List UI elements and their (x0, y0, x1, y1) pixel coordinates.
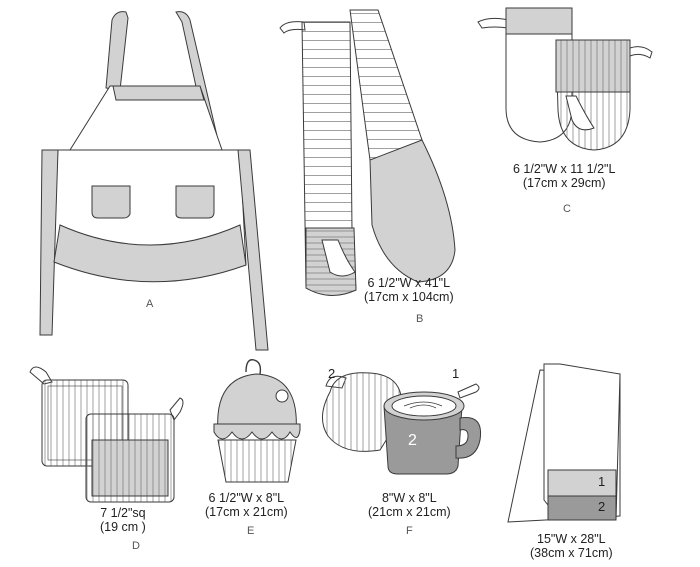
item-letter-e: E (247, 525, 255, 537)
size-d-metric: (19 cm ) (100, 520, 146, 534)
cupcake-frosting (213, 423, 301, 440)
size-towel-metric: (38cm x 71cm) (530, 546, 613, 560)
size-towel-imperial: 15"W x 28"L (537, 532, 606, 546)
pot-holder-d2-loop (169, 397, 184, 422)
mug-inner (391, 395, 457, 417)
towel-band-1 (547, 469, 617, 497)
apron-neck-strap-left (105, 11, 129, 91)
apron-view-a (39, 11, 269, 351)
double-mitt-right-cuff (369, 139, 456, 283)
size-label-f: 8"W x 8"L (21cm x 21cm) (368, 491, 451, 519)
mug-pot-holder-view-f (322, 372, 482, 475)
size-f-metric: (21cm x 21cm) (368, 505, 451, 519)
size-label-e: 6 1/2"W x 8"L (17cm x 21cm) (205, 491, 288, 519)
callout-towel-2: 2 (598, 499, 606, 514)
oven-mitt-c2-thumb (565, 95, 595, 131)
oven-mitts-view-c (477, 7, 653, 151)
size-d-imperial: 7 1/2"sq (100, 506, 146, 520)
cupcake-cherry (275, 389, 289, 403)
size-label-towel: 15"W x 28"L (38cm x 71cm) (530, 532, 613, 560)
cupcake-pot-holder-view-e (213, 359, 301, 483)
towel-view (507, 363, 621, 523)
pot-holders-view-d (29, 366, 184, 503)
oven-mitt-c2-loop (629, 46, 653, 59)
size-b-imperial: 6 1/2"W x 41"L (367, 276, 451, 290)
callout-mug-body-2: 2 (408, 432, 417, 449)
size-label-b: 6 1/2"W x 41"L (17cm x 104cm) (364, 276, 454, 304)
apron-pocket-left (91, 185, 131, 219)
item-letter-d: D (132, 540, 140, 552)
callout-mug-2: 2 (328, 366, 336, 381)
size-c-metric: (17cm x 29cm) (522, 176, 606, 190)
double-mitt-loop (279, 21, 306, 34)
item-letter-c: C (563, 203, 571, 215)
mug-swirl (403, 401, 443, 409)
size-e-metric: (17cm x 21cm) (205, 505, 288, 519)
mug-handle (455, 416, 482, 459)
size-b-metric: (17cm x 104cm) (364, 290, 454, 304)
apron-bottom-band (53, 224, 247, 283)
double-mitt-view-b (279, 9, 456, 296)
pot-holder-d2-pocket (91, 439, 169, 497)
size-e-imperial: 6 1/2"W x 8"L (208, 491, 285, 505)
cupcake-top (217, 373, 297, 433)
size-c-imperial: 6 1/2"W x 11 1/2"L (513, 162, 616, 176)
oven-mitt-c1-cuff (505, 7, 573, 35)
callout-towel-1: 1 (598, 474, 606, 489)
oven-mitt-c2-cuff (555, 39, 631, 93)
size-label-d: 7 1/2"sq (19 cm ) (100, 506, 146, 534)
cupcake-base (217, 439, 297, 483)
apron-tie-left (39, 149, 59, 336)
item-letter-b: B (416, 313, 424, 325)
size-label-c: 6 1/2"W x 11 1/2"L (17cm x 29cm) (513, 162, 615, 190)
mug-spoon-loop (457, 383, 480, 399)
apron-bib-band (112, 85, 205, 101)
oven-mitt-c1-loop (477, 17, 509, 29)
mug-body (383, 405, 463, 475)
double-mitt-right (349, 9, 423, 161)
callout-mug-1: 1 (452, 366, 460, 381)
towel-band-2 (547, 495, 617, 521)
cupcake-loop (245, 359, 262, 375)
size-f-imperial: 8"W x 8"L (381, 491, 437, 505)
double-mitt-thumb (321, 239, 356, 277)
apron-tie-right (237, 149, 269, 351)
item-letter-f: F (406, 525, 413, 537)
item-letter-a: A (146, 298, 154, 310)
apron-pocket-right (175, 185, 215, 219)
